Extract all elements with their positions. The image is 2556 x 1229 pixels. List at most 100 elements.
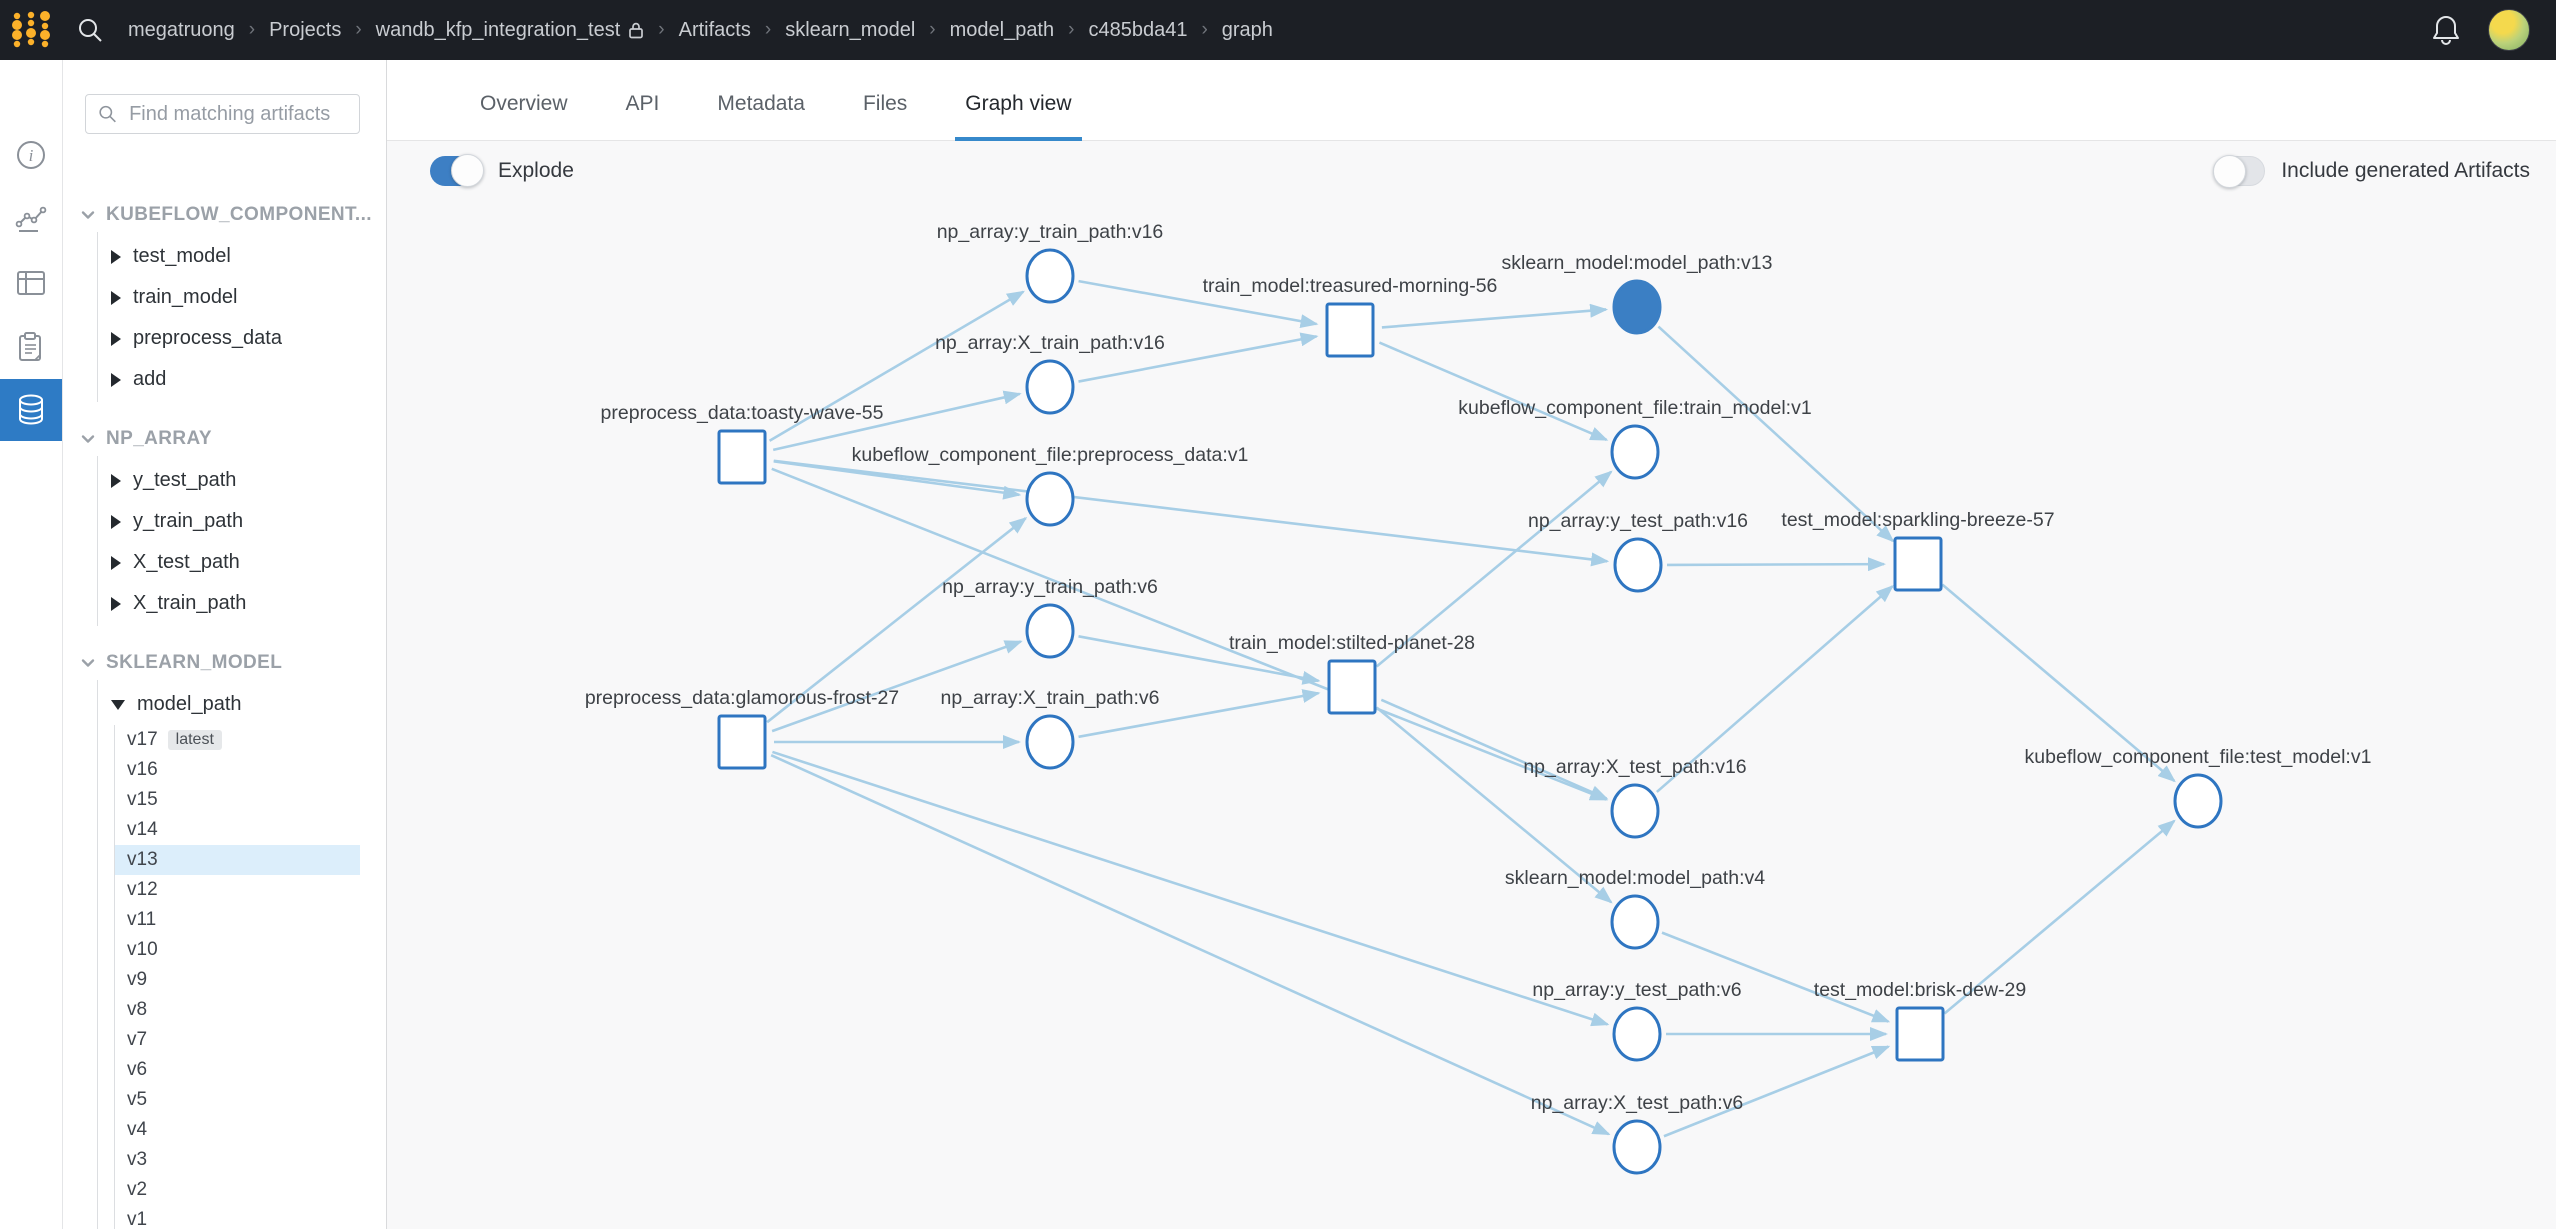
run-node-shape[interactable] bbox=[1893, 536, 1943, 592]
version-item-v14[interactable]: v14 bbox=[127, 819, 158, 840]
user-avatar[interactable] bbox=[2488, 9, 2530, 51]
version-item-v10[interactable]: v10 bbox=[127, 939, 158, 960]
tree-item-preprocess_data[interactable]: preprocess_data bbox=[98, 318, 386, 359]
artifact-node-shape[interactable] bbox=[1612, 1006, 1662, 1062]
caret-collapsed-icon bbox=[111, 331, 121, 346]
tree-item-X_train_path[interactable]: X_train_path bbox=[98, 583, 386, 624]
artifact-node-shape[interactable] bbox=[2173, 773, 2223, 829]
run-node-shape[interactable] bbox=[717, 429, 767, 485]
graph-node-te57: test_model:sparkling-breeze-57 bbox=[1781, 509, 2055, 592]
graph-edge-pp27-yte6 bbox=[772, 750, 1610, 1027]
version-item-v8[interactable]: v8 bbox=[127, 999, 148, 1020]
global-search-button[interactable] bbox=[76, 16, 104, 44]
version-item-v13[interactable]: v13 bbox=[115, 845, 360, 875]
graph-node-label: np_array:y_train_path:v16 bbox=[937, 221, 1164, 243]
caret-collapsed-icon bbox=[111, 555, 121, 570]
version-item-v15[interactable]: v15 bbox=[127, 789, 158, 810]
graph-edge-tm28-xte16 bbox=[1380, 698, 1609, 800]
rail-item-artifacts[interactable] bbox=[0, 379, 62, 441]
tree-section-2[interactable]: SKLEARN_MODEL bbox=[80, 652, 386, 674]
tree-item-test_model[interactable]: test_model bbox=[98, 236, 386, 277]
breadcrumb-item[interactable]: wandb_kfp_integration_test bbox=[376, 19, 645, 42]
version-item-v4[interactable]: v4 bbox=[127, 1119, 148, 1140]
artifact-node-shape[interactable] bbox=[1025, 471, 1075, 527]
include-generated-toggle[interactable] bbox=[2213, 155, 2266, 188]
caret-collapsed-icon bbox=[111, 249, 121, 264]
breadcrumb-item[interactable]: megatruong bbox=[128, 18, 235, 41]
artifact-node-shape[interactable] bbox=[1025, 248, 1075, 304]
artifact-node-shape[interactable] bbox=[1613, 537, 1663, 593]
explode-toggle[interactable] bbox=[430, 154, 484, 187]
explode-control: Explode bbox=[430, 154, 574, 187]
rail-item-logs[interactable] bbox=[0, 316, 62, 378]
artifact-search-box[interactable] bbox=[85, 94, 360, 134]
run-node-shape[interactable] bbox=[1895, 1006, 1945, 1062]
version-item-v6[interactable]: v6 bbox=[127, 1059, 148, 1080]
graph-node-label: np_array:X_test_path:v16 bbox=[1523, 756, 1746, 778]
tree-item-train_model[interactable]: train_model bbox=[98, 277, 386, 318]
tree-item-y_test_path[interactable]: y_test_path bbox=[98, 460, 386, 501]
run-node-shape[interactable] bbox=[1325, 302, 1375, 358]
graph-node-label: kubeflow_component_file:test_model:v1 bbox=[2025, 746, 2372, 768]
tree-section-1[interactable]: NP_ARRAY bbox=[80, 428, 386, 450]
svg-text:i: i bbox=[29, 146, 34, 165]
tree-item-X_test_path[interactable]: X_test_path bbox=[98, 542, 386, 583]
tab-metadata[interactable]: Metadata bbox=[717, 92, 805, 115]
graph-node-skl4: sklearn_model:model_path:v4 bbox=[1505, 867, 1765, 950]
caret-expanded-icon bbox=[111, 699, 125, 710]
version-item-v12[interactable]: v12 bbox=[127, 879, 158, 900]
tab-graph-view[interactable]: Graph view bbox=[955, 92, 1082, 141]
tab-api[interactable]: API bbox=[625, 92, 660, 115]
search-input[interactable] bbox=[127, 101, 347, 127]
graph-node-kcfpp: kubeflow_component_file:preprocess_data:… bbox=[852, 444, 1248, 527]
tree-item-y_train_path[interactable]: y_train_path bbox=[98, 501, 386, 542]
breadcrumb-item[interactable]: model_path bbox=[949, 18, 1055, 41]
tree-item-model_path[interactable]: model_path bbox=[98, 684, 386, 725]
rail-item-tables[interactable] bbox=[0, 252, 62, 314]
graph-edge-pp55-xtr16 bbox=[772, 390, 1022, 452]
caret-collapsed-icon bbox=[111, 473, 121, 488]
breadcrumb-item[interactable]: c485bda41 bbox=[1088, 18, 1188, 41]
breadcrumb-item[interactable]: Projects bbox=[269, 18, 342, 41]
rail-item-charts[interactable] bbox=[0, 188, 62, 250]
version-item-v3[interactable]: v3 bbox=[127, 1149, 148, 1170]
artifact-node-shape[interactable] bbox=[1612, 279, 1662, 335]
chevron-down-icon bbox=[81, 659, 95, 667]
artifact-node-shape[interactable] bbox=[1610, 894, 1660, 950]
wandb-logo-dots bbox=[12, 11, 50, 48]
version-item-v16[interactable]: v16 bbox=[127, 759, 158, 780]
graph-node-ytr6: np_array:y_train_path:v6 bbox=[942, 576, 1158, 659]
run-node-shape[interactable] bbox=[1327, 659, 1377, 715]
artifact-node-shape[interactable] bbox=[1025, 359, 1075, 415]
graph-node-label: kubeflow_component_file:train_model:v1 bbox=[1458, 397, 1811, 419]
tree-section-0[interactable]: KUBEFLOW_COMPONENT... bbox=[80, 204, 386, 226]
version-item-v5[interactable]: v5 bbox=[127, 1089, 148, 1110]
left-icon-rail: i bbox=[0, 60, 63, 1229]
breadcrumb-item[interactable]: graph bbox=[1221, 18, 1273, 41]
version-item-v2[interactable]: v2 bbox=[127, 1179, 148, 1200]
version-item-v1[interactable]: v1 bbox=[127, 1209, 148, 1229]
breadcrumb-item[interactable]: sklearn_model bbox=[785, 18, 916, 41]
breadcrumb-item[interactable]: Artifacts bbox=[678, 18, 751, 41]
tab-overview[interactable]: Overview bbox=[480, 92, 568, 115]
bell-icon[interactable] bbox=[2430, 13, 2462, 47]
artifact-node-shape[interactable] bbox=[1025, 714, 1075, 770]
rail-item-overview[interactable]: i bbox=[0, 124, 62, 186]
tree-item-add[interactable]: add bbox=[98, 359, 386, 400]
version-item-v7[interactable]: v7 bbox=[127, 1029, 148, 1050]
artifact-node-shape[interactable] bbox=[1610, 424, 1660, 480]
graph-node-label: train_model:stilted-planet-28 bbox=[1229, 632, 1475, 654]
tab-files[interactable]: Files bbox=[862, 92, 908, 115]
artifact-node-shape[interactable] bbox=[1025, 603, 1075, 659]
graph-node-label: np_array:X_train_path:v6 bbox=[941, 687, 1160, 709]
graph-node-label: np_array:y_test_path:v6 bbox=[1532, 979, 1741, 1001]
caret-collapsed-icon bbox=[111, 514, 121, 529]
artifact-node-shape[interactable] bbox=[1612, 1119, 1662, 1175]
run-node-shape[interactable] bbox=[717, 714, 767, 770]
version-item-v9[interactable]: v9 bbox=[127, 969, 148, 990]
wandb-logo[interactable] bbox=[0, 10, 62, 50]
version-item-v11[interactable]: v11 bbox=[127, 909, 157, 930]
artifact-node-shape[interactable] bbox=[1610, 783, 1660, 839]
